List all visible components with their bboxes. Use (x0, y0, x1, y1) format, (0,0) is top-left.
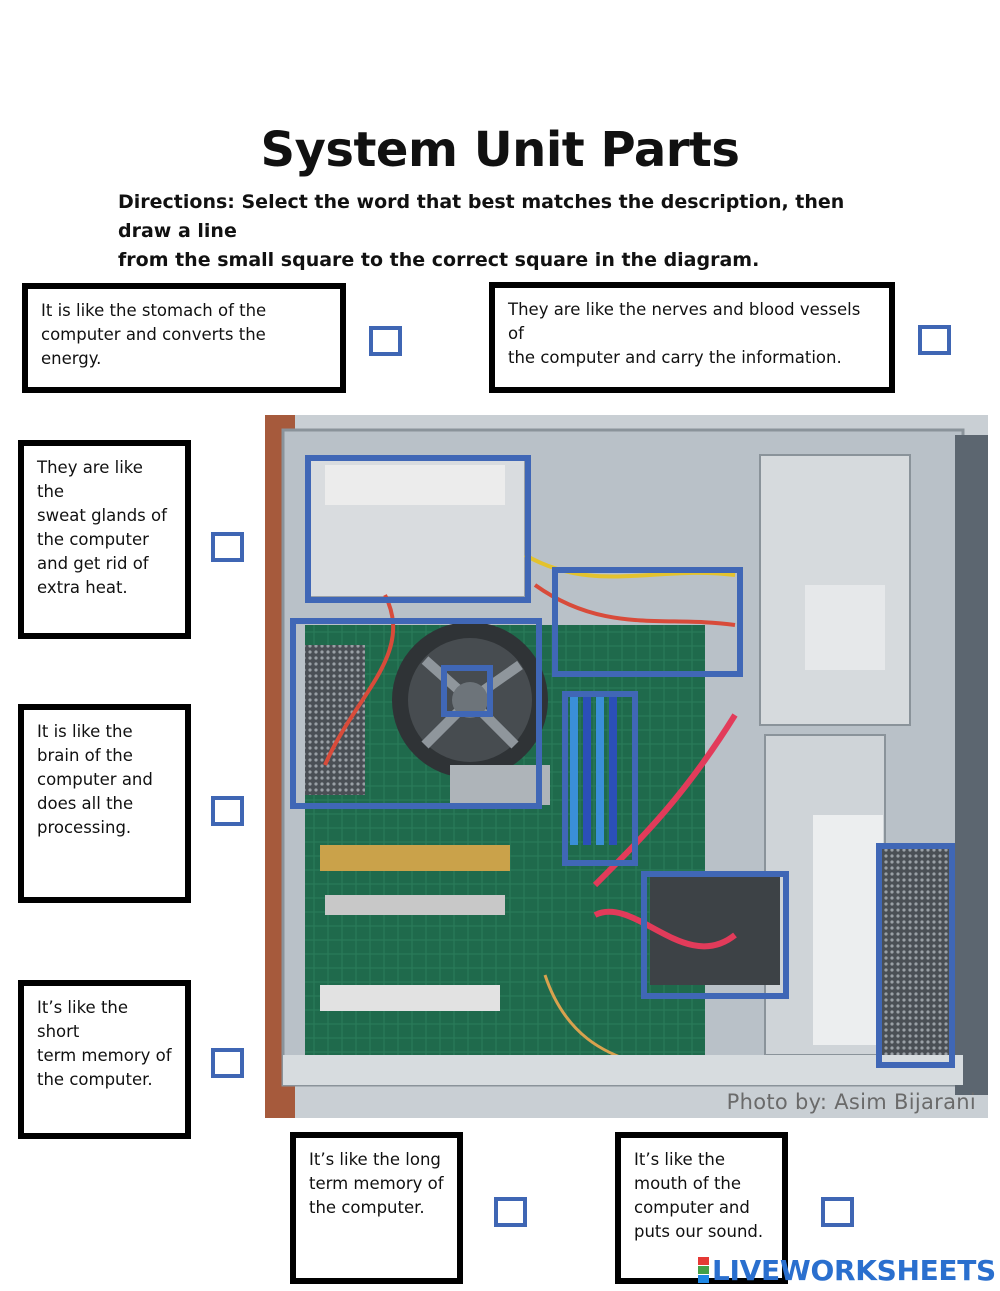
clue-text: the computer (37, 530, 149, 549)
clue-box-short-term-memory: It’s like the short term memory of the c… (18, 980, 191, 1139)
target-ram[interactable] (562, 691, 638, 866)
answer-square-brain[interactable] (211, 796, 244, 826)
clue-text: the computer and carry the information. (508, 348, 842, 367)
clue-text: extra heat. (37, 578, 128, 597)
clue-text: puts our sound. (634, 1222, 764, 1241)
target-cooling-fan[interactable] (290, 618, 542, 809)
clue-text: and get rid of (37, 554, 149, 573)
clue-text: sweat glands of (37, 506, 167, 525)
clue-text: It’s like the short (37, 998, 129, 1041)
clue-text: the computer. (37, 1070, 153, 1089)
system-unit-photo: Photo by: Asim Bijarani (265, 415, 988, 1118)
target-hard-drive[interactable] (641, 871, 789, 999)
system-unit-illustration (265, 415, 988, 1118)
directions: Directions: Select the word that best ma… (118, 188, 898, 275)
clue-text: It’s like the long (309, 1150, 441, 1169)
page-title: System Unit Parts (260, 122, 740, 178)
target-cpu[interactable] (441, 665, 493, 717)
clue-text: does all the (37, 794, 134, 813)
clue-box-brain: It is like the brain of the computer and… (18, 704, 191, 903)
clue-text: the computer. (309, 1198, 425, 1217)
liveworksheets-logo-icon (698, 1257, 709, 1283)
liveworksheets-logo: LIVEWORKSHEETS (698, 1253, 996, 1287)
clue-text: computer and converts the energy. (41, 325, 266, 368)
answer-square-sweat-glands[interactable] (211, 532, 244, 562)
clue-text: It’s like the (634, 1150, 726, 1169)
clue-text: computer and (634, 1198, 750, 1217)
directions-line-2: from the small square to the correct squ… (118, 249, 760, 271)
clue-text: processing. (37, 818, 132, 837)
clue-text: term memory of (37, 1046, 172, 1065)
target-cables[interactable] (552, 567, 743, 677)
clue-text: It is like the (37, 722, 133, 741)
answer-square-long-term-memory[interactable] (494, 1197, 527, 1227)
clue-text: mouth of the (634, 1174, 742, 1193)
directions-line-1: Directions: Select the word that best ma… (118, 191, 845, 242)
answer-square-mouth[interactable] (821, 1197, 854, 1227)
clue-text: computer and (37, 770, 153, 789)
answer-square-stomach[interactable] (369, 326, 402, 356)
answer-square-nerves[interactable] (918, 325, 951, 355)
answer-square-short-term-memory[interactable] (211, 1048, 244, 1078)
clue-text: It is like the stomach of the (41, 301, 267, 320)
target-power-supply[interactable] (305, 455, 531, 603)
target-speaker[interactable] (876, 843, 955, 1068)
clue-text: They are like the nerves and blood vesse… (508, 300, 861, 343)
liveworksheets-wordmark: LIVEWORKSHEETS (712, 1253, 996, 1287)
clue-box-stomach: It is like the stomach of the computer a… (22, 283, 346, 393)
clue-box-nerves: They are like the nerves and blood vesse… (489, 282, 895, 393)
clue-box-sweat-glands: They are like the sweat glands of the co… (18, 440, 191, 639)
photo-credit: Photo by: Asim Bijarani (726, 1090, 976, 1114)
clue-text: term memory of (309, 1174, 444, 1193)
clue-box-long-term-memory: It’s like the long term memory of the co… (290, 1132, 463, 1284)
clue-text: brain of the (37, 746, 133, 765)
clue-text: They are like the (37, 458, 143, 501)
